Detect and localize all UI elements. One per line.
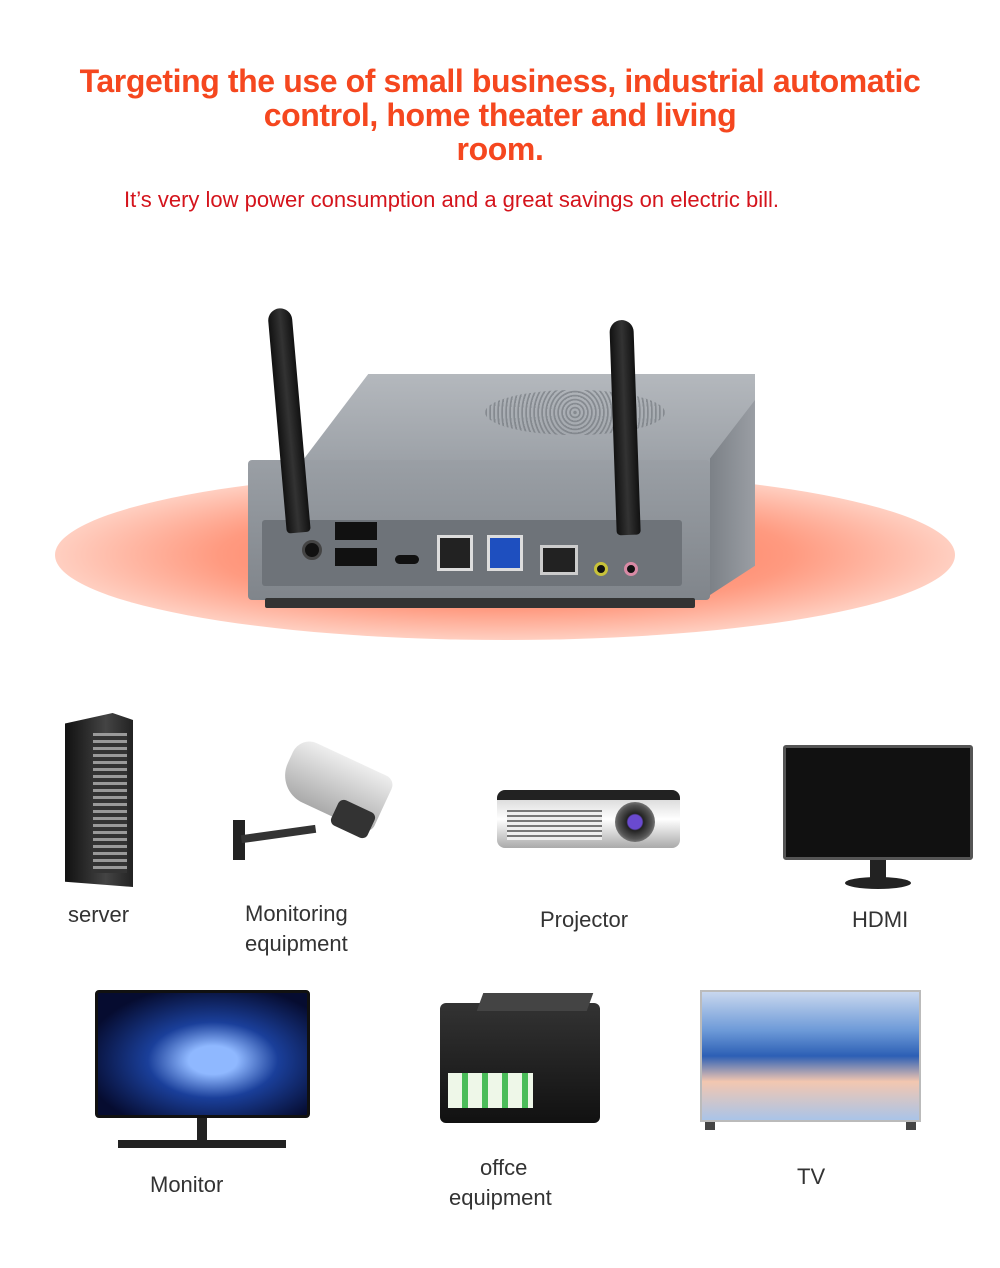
label-tv: TV: [797, 1164, 826, 1189]
label-monitoring-line1: Monitoring: [245, 901, 348, 926]
projector-icon: [497, 790, 680, 848]
header: Targeting the use of small business, ind…: [0, 64, 1000, 214]
server-rack-icon: [65, 713, 133, 887]
audio-out-port: [594, 562, 608, 576]
power-port: [302, 540, 322, 560]
curved-monitor-base: [118, 1140, 286, 1148]
headline-line-3: room.: [456, 131, 544, 167]
curved-monitor-icon: [95, 990, 310, 1118]
headline-line-1: Targeting the use of small business, ind…: [79, 63, 921, 99]
label-server: server: [68, 902, 130, 927]
tv-feet: [705, 1122, 916, 1130]
curved-monitor-stand: [197, 1118, 207, 1140]
tv-icon: [700, 990, 921, 1122]
usb3-ports: [487, 535, 523, 571]
usb2-ports: [437, 535, 473, 571]
label-office-line1: offce: [480, 1155, 528, 1180]
label-projector: Projector: [540, 907, 629, 932]
hdmi-port: [335, 548, 377, 566]
headline-line-2: control, home theater and living: [263, 97, 737, 133]
monitor-base: [845, 877, 911, 889]
monitor-icon: [783, 745, 973, 860]
mic-port: [624, 562, 638, 576]
security-camera-icon: [233, 735, 396, 865]
subtitle: It’s very low power consumption and a gr…: [124, 187, 780, 212]
pc-feet: [265, 598, 695, 608]
label-monitor: Monitor: [150, 1172, 224, 1197]
printer-icon: [440, 993, 600, 1123]
label-hdmi: HDMI: [852, 907, 909, 932]
usb-c-port: [395, 555, 419, 564]
label-office-line2: equipment: [449, 1185, 552, 1210]
vent-grille: [485, 390, 665, 435]
monitor-stand: [870, 860, 886, 880]
ethernet-port: [540, 545, 578, 575]
mini-pc-image: [248, 307, 755, 608]
displayport-port: [335, 522, 377, 540]
label-monitoring-line2: equipment: [245, 931, 348, 956]
